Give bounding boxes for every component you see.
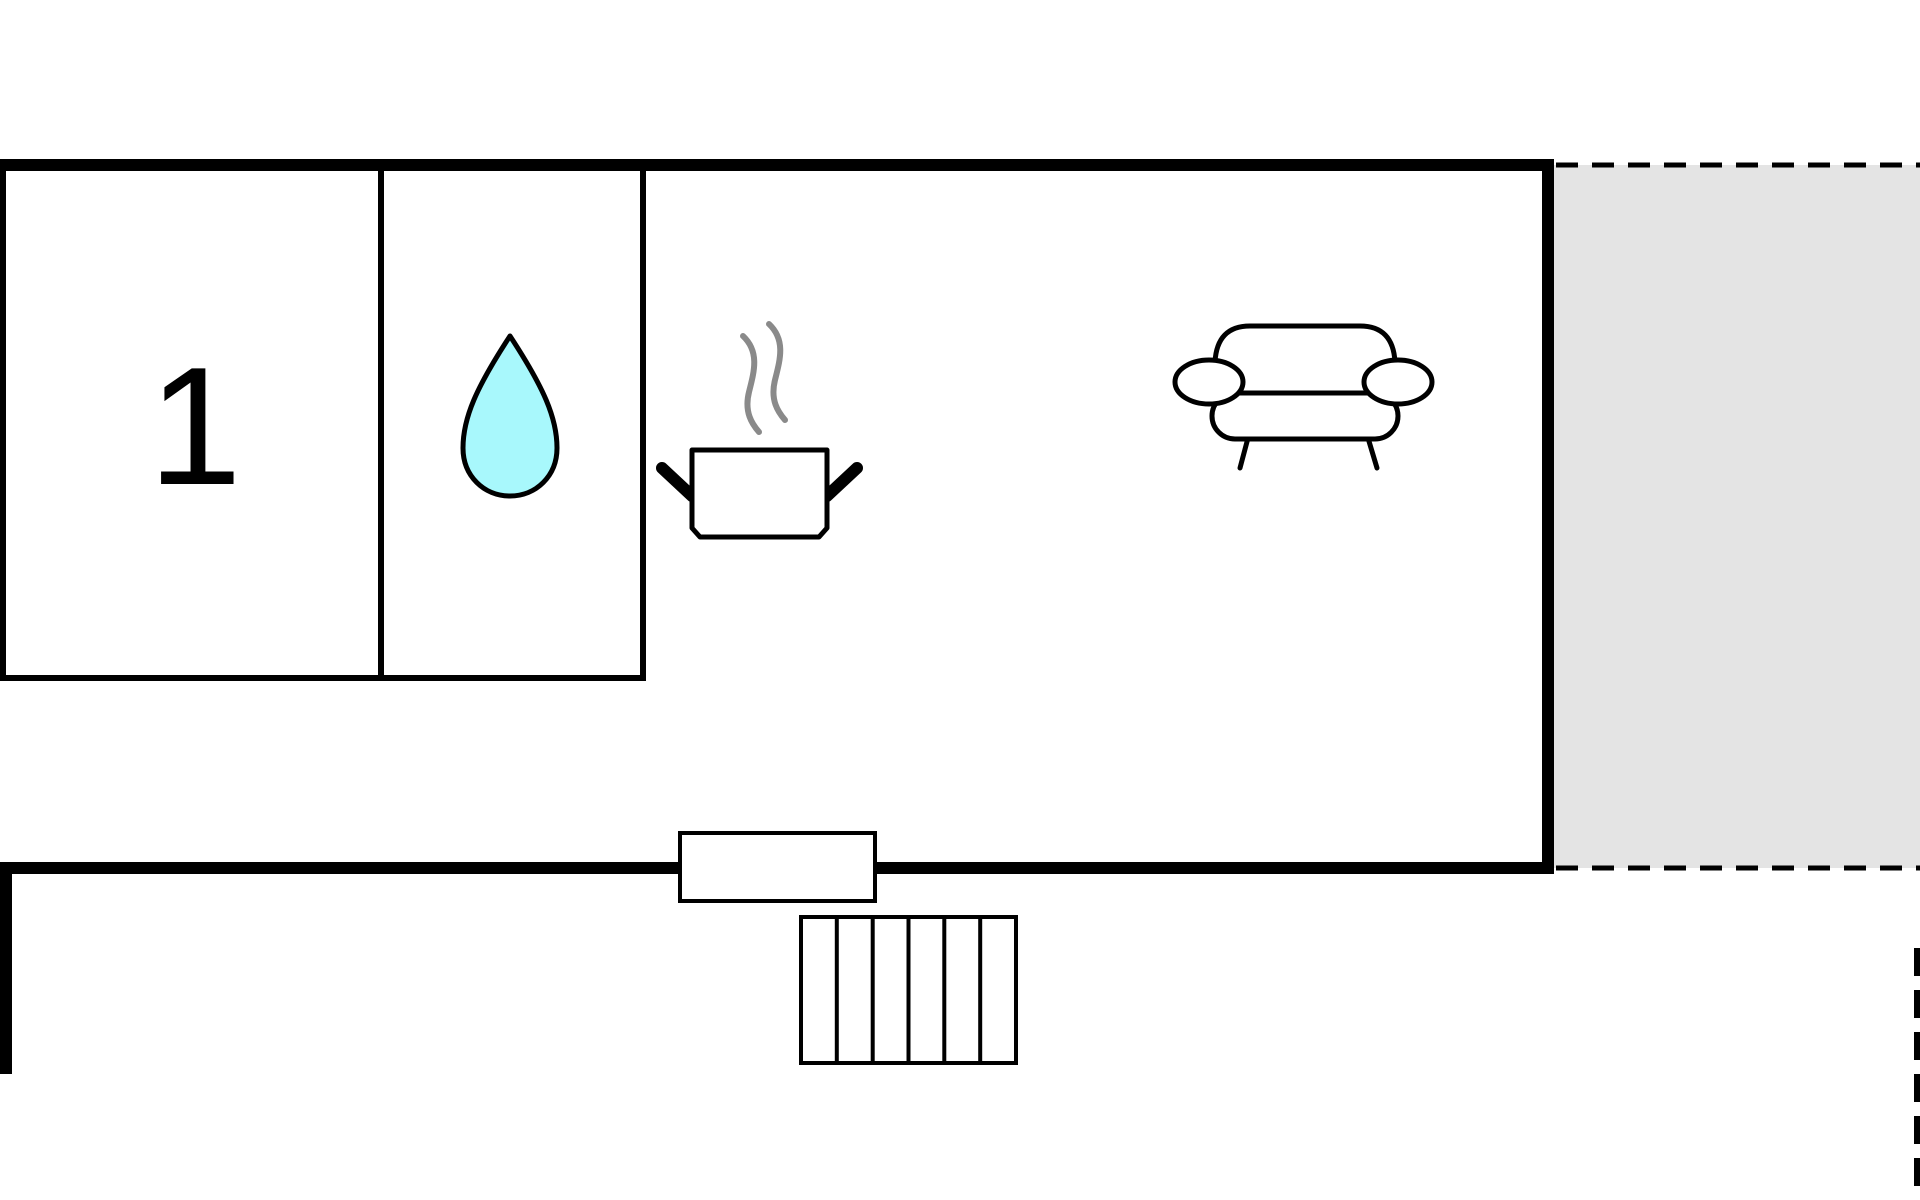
steam-left	[740, 333, 762, 435]
sofa-seat	[1209, 390, 1401, 442]
terrace-fill	[1548, 165, 1920, 868]
pot-body	[689, 447, 830, 540]
exterior-walls	[0, 159, 1554, 1074]
sofa-arm-left	[1172, 357, 1246, 407]
pot-handle-left	[656, 462, 698, 502]
water-drop-icon	[460, 333, 560, 499]
terrace	[1548, 162, 1920, 871]
bedroom-number: 1	[148, 332, 241, 520]
door-icon	[678, 831, 877, 903]
sofa-arm-right	[1361, 357, 1435, 407]
steam-right	[766, 321, 788, 423]
stairs-icon	[799, 915, 1018, 1065]
pot-handle-right	[821, 462, 863, 502]
sofa-leg-left	[1237, 435, 1251, 471]
sofa-leg-right	[1365, 435, 1380, 471]
sofa-icon	[1172, 323, 1435, 471]
cooking-pot-icon	[656, 321, 863, 540]
interior-walls	[0, 165, 646, 681]
